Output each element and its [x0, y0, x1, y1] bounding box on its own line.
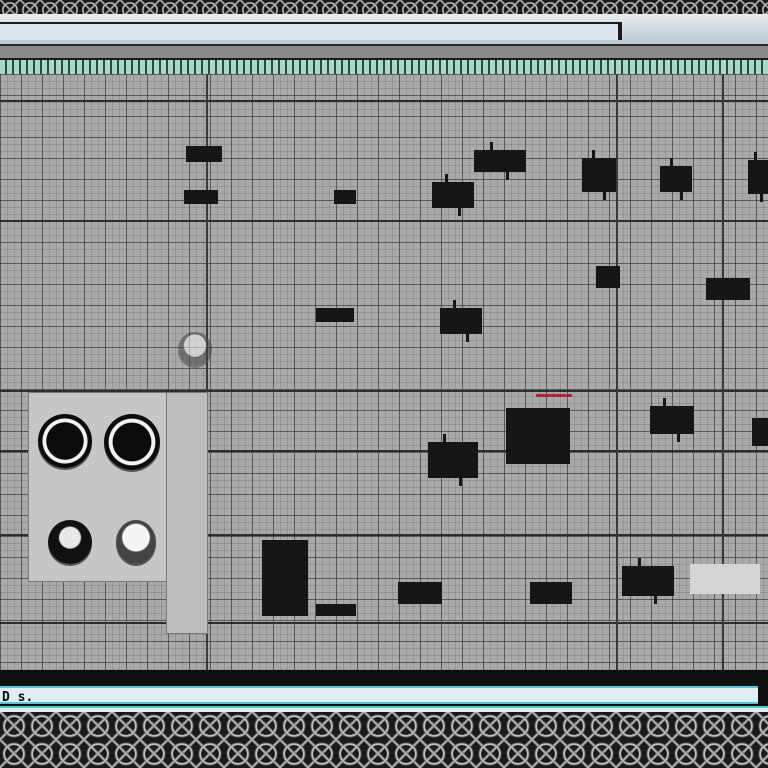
bottom-mesh-border: [0, 712, 768, 768]
grid-rule: [0, 100, 768, 102]
chip-component[interactable]: [650, 398, 694, 442]
component-block[interactable]: [690, 564, 760, 594]
editor-window: D s.: [0, 14, 768, 726]
component-block[interactable]: [530, 582, 572, 604]
component-block[interactable]: [184, 190, 218, 204]
title-bar[interactable]: [0, 14, 768, 46]
component-block[interactable]: [752, 418, 768, 446]
rotary-knob-icon[interactable]: [116, 520, 156, 564]
chip-component[interactable]: [660, 158, 692, 200]
status-strip: [0, 686, 758, 704]
rotary-knob-icon[interactable]: [38, 414, 92, 468]
component-block[interactable]: [334, 190, 356, 204]
side-panel: [166, 392, 208, 634]
chip-component[interactable]: [432, 174, 474, 216]
chip-component[interactable]: [748, 152, 768, 202]
chip-component[interactable]: [474, 142, 526, 180]
grid-rule: [616, 74, 618, 670]
grid-rule: [0, 622, 768, 624]
ic-component[interactable]: [262, 540, 308, 616]
component-block[interactable]: [706, 278, 750, 300]
schematic-canvas[interactable]: [0, 74, 768, 672]
grid-rule: [0, 390, 768, 392]
rotary-knob-icon[interactable]: [104, 414, 160, 470]
chip-component[interactable]: [582, 150, 616, 200]
rotary-knob-icon[interactable]: [48, 520, 92, 564]
grid-rule: [722, 74, 724, 670]
top-mesh-border: [0, 0, 768, 14]
component-block[interactable]: [316, 308, 354, 322]
grid-rule: [0, 534, 768, 536]
grid-rule: [0, 450, 768, 452]
red-marker: [536, 394, 572, 397]
component-block[interactable]: [186, 146, 222, 162]
ic-component[interactable]: [506, 408, 570, 464]
component-block[interactable]: [316, 604, 356, 616]
grid-rule: [0, 220, 768, 222]
status-text: D s.: [2, 690, 34, 705]
indicator-icon: [178, 332, 212, 366]
grid-rule: [206, 74, 208, 670]
chip-component[interactable]: [440, 300, 482, 342]
component-block[interactable]: [596, 266, 620, 288]
title-field: [0, 22, 622, 40]
chip-component[interactable]: [622, 558, 674, 604]
component-block[interactable]: [398, 582, 442, 604]
chip-component[interactable]: [428, 434, 478, 486]
